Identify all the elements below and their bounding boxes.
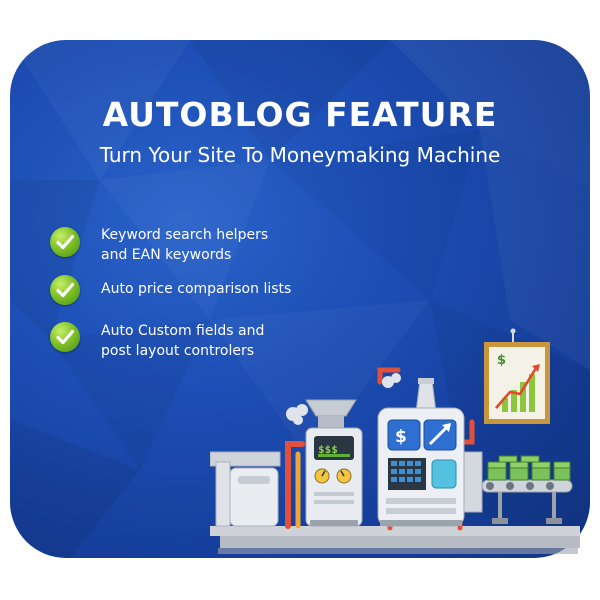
- feature-line: Keyword search helpers: [101, 227, 269, 243]
- feature-text-1: Keyword search helpers and EAN keywords: [101, 225, 268, 265]
- money-stacks-icon: [487, 455, 571, 481]
- left-tank: [210, 451, 281, 527]
- feature-item-3: Auto Custom fields and post layout contr…: [50, 322, 264, 359]
- middle-machine: $$$: [305, 427, 363, 527]
- conveyor-belt: [481, 479, 573, 524]
- svg-text:$$$: $$$: [318, 443, 338, 456]
- steam-icon: [286, 373, 401, 425]
- feature-line: and EAN keywords: [101, 247, 232, 263]
- feature-line: Auto Custom fields and: [101, 323, 265, 339]
- svg-text:$: $: [395, 427, 407, 447]
- feature-text-3: Auto Custom fields and post layout contr…: [101, 321, 264, 361]
- feature-item-2: Auto price comparison lists: [50, 275, 291, 305]
- feature-text-2: Auto price comparison lists: [101, 279, 291, 299]
- checkmark-icon: [50, 227, 80, 257]
- feature-item-1: Keyword search helpers and EAN keywords: [50, 227, 268, 263]
- svg-text:$: $: [497, 353, 506, 368]
- money-machine-illustration: $ $$$: [210, 328, 580, 554]
- chart-frame-icon: $: [484, 328, 550, 424]
- checkmark-icon: [50, 275, 80, 305]
- feature-line: Auto price comparison lists: [101, 281, 292, 297]
- feature-line: post layout controlers: [101, 343, 255, 359]
- page-subtitle: Turn Your Site To Moneymaking Machine: [99, 143, 501, 167]
- machine-base: [220, 534, 580, 548]
- checkmark-icon: [50, 322, 80, 352]
- main-machine: $: [377, 407, 465, 527]
- page-title: AUTOBLOG FEATURE: [102, 95, 498, 134]
